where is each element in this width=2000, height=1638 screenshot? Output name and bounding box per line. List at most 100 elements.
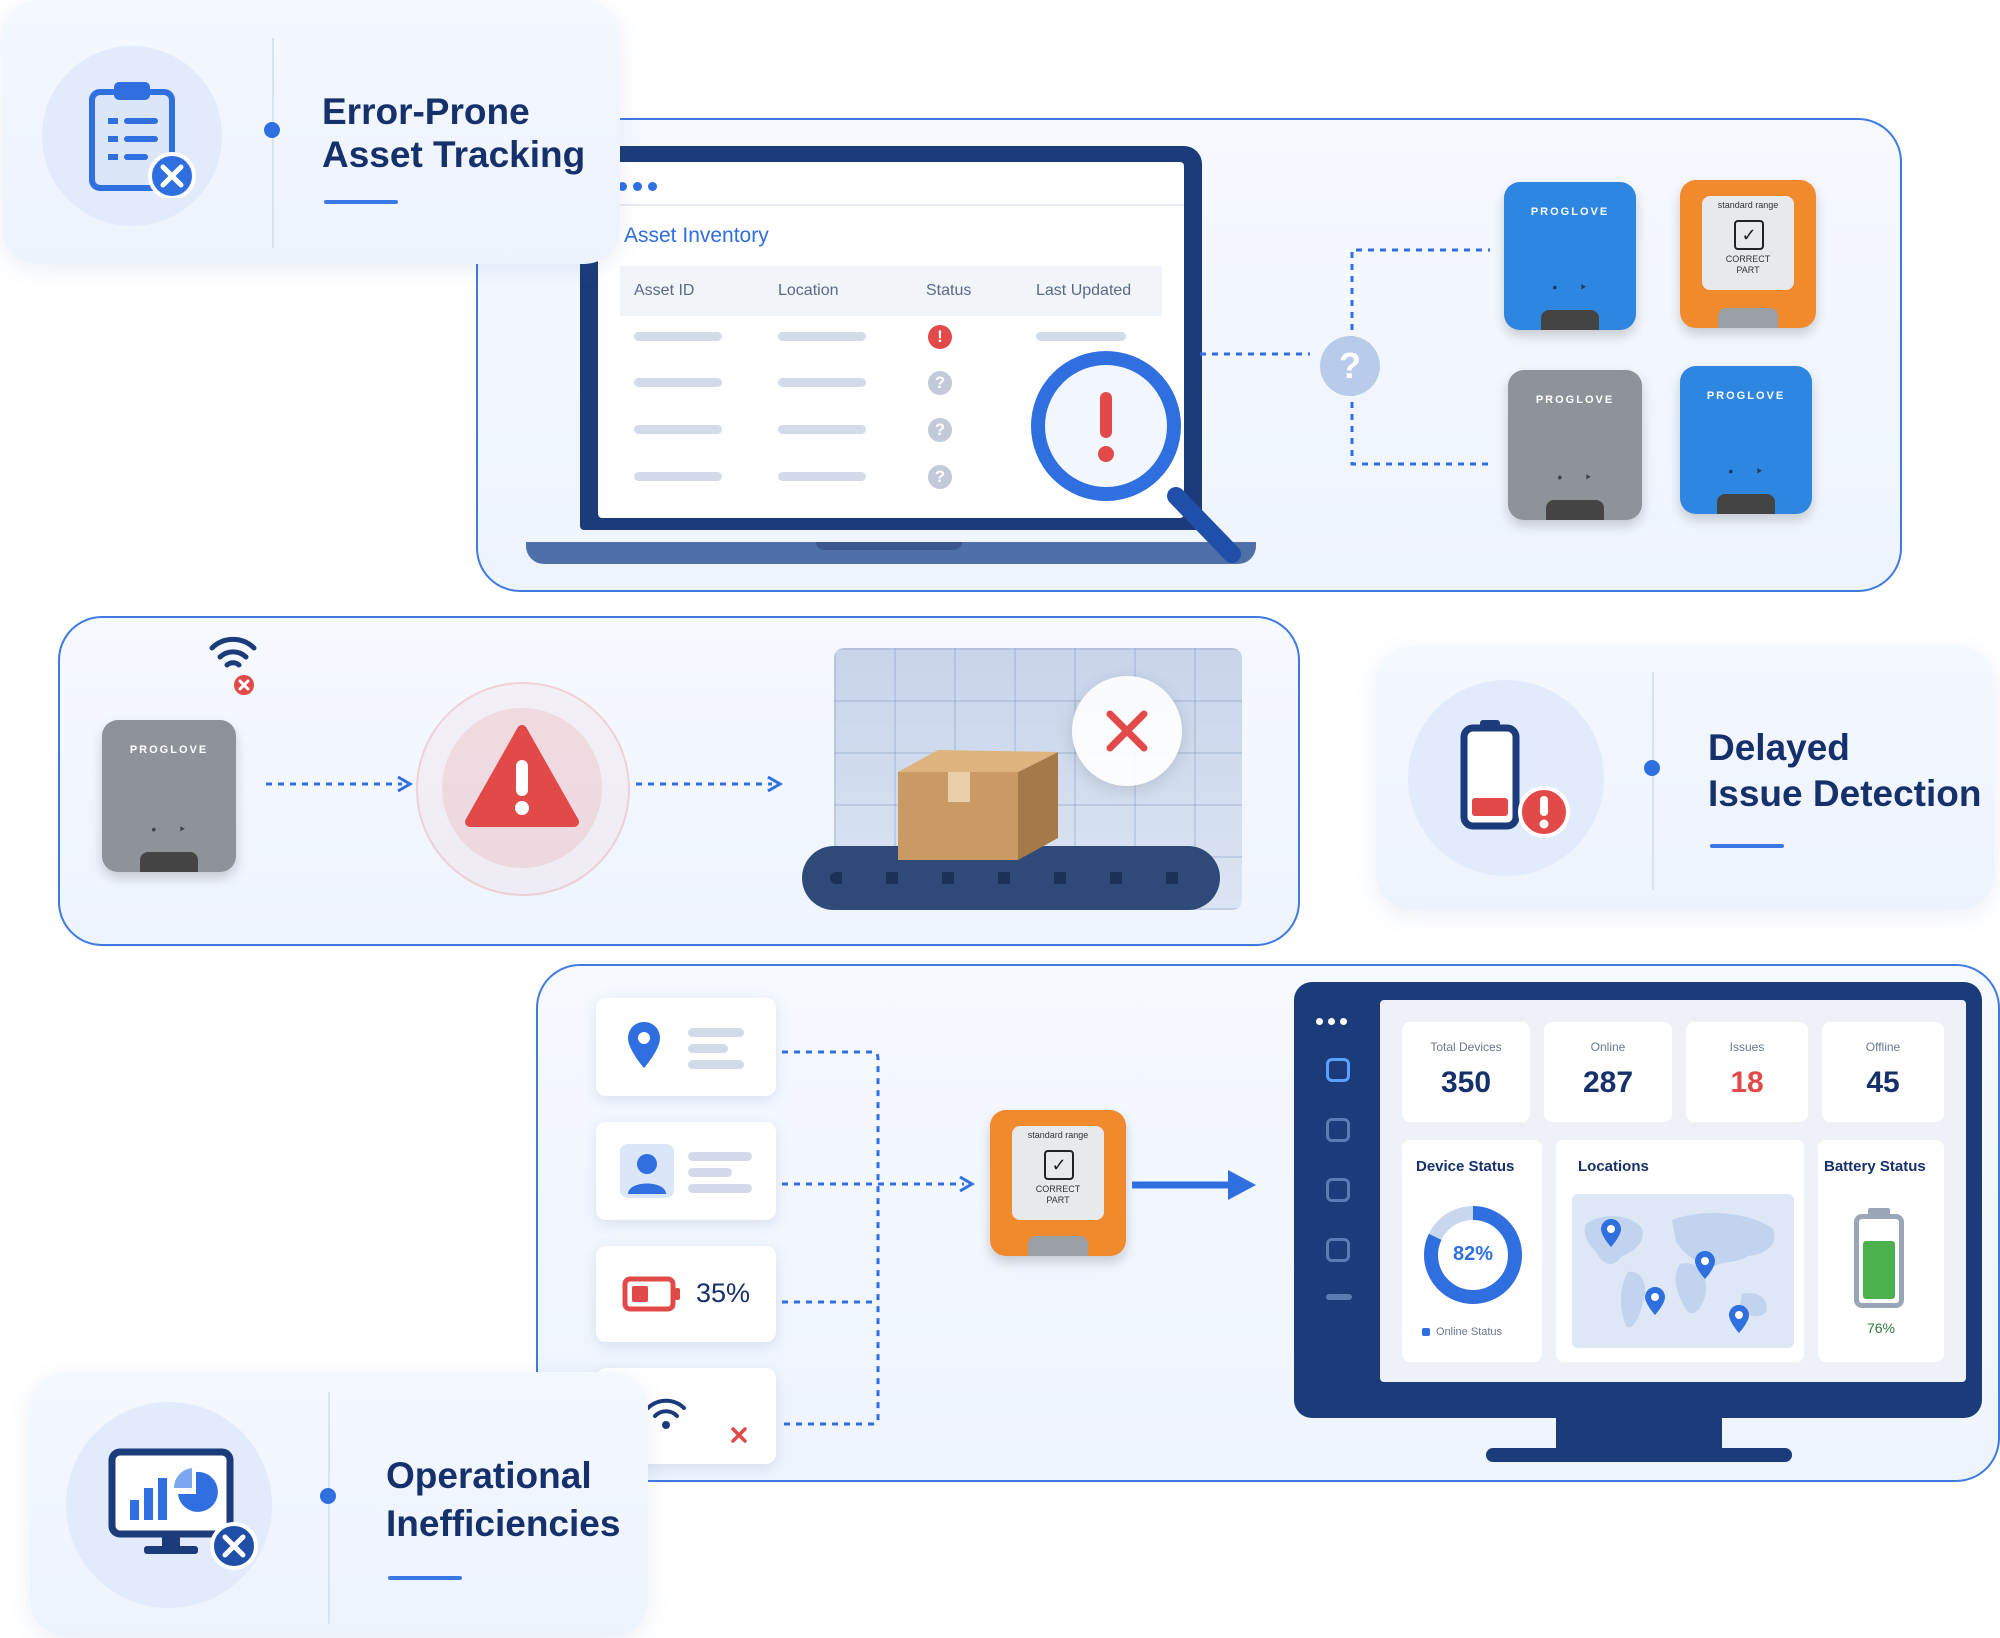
laptop-notch [816, 542, 962, 550]
locations-label: Locations [1578, 1158, 1649, 1175]
location-card [596, 998, 776, 1096]
donut-chart [1424, 1206, 1522, 1304]
unknown-status-icon: ? [928, 371, 952, 395]
arrow-right-icon [1132, 1170, 1256, 1200]
legend-swatch [1422, 1328, 1430, 1336]
battery-status-label: Battery Status [1824, 1158, 1926, 1175]
screen-bottom-text: CORRECT PART [1725, 254, 1771, 275]
tracking-title-line2: Asset Tracking [322, 134, 586, 175]
monitor-stand [1556, 1418, 1722, 1452]
battery-fill [1863, 1241, 1895, 1299]
arrow-dashed [266, 775, 413, 793]
battery-low-icon [622, 1276, 680, 1312]
unknown-status-icon: ? [928, 418, 952, 442]
error-icon: ! [928, 325, 952, 349]
laptop-header-strip [598, 204, 1184, 206]
proglove-device-blue: PROGLOVE •‣ [1680, 366, 1812, 514]
check-icon: ✓ [1734, 220, 1764, 250]
table-row [778, 332, 866, 341]
magnifier-icon [1031, 351, 1241, 563]
proglove-device-orange: standard range ✓ CORRECT PART [990, 1110, 1126, 1256]
arrow-dashed [636, 775, 783, 793]
battery-cap [1868, 1208, 1890, 1216]
kpi-offline: Offline 45 [1822, 1022, 1944, 1122]
bullet-dot [1644, 760, 1660, 776]
unknown-status-icon: ? [928, 465, 952, 489]
bullet-dot [264, 122, 280, 138]
col-last-updated: Last Updated [1036, 282, 1132, 299]
donut-percent: 82% [1452, 1243, 1494, 1265]
operational-title-line2: Inefficiencies [386, 1503, 621, 1544]
divider [328, 1392, 330, 1624]
sidebar-item-devices[interactable] [1326, 1118, 1350, 1142]
connector-lines [782, 1050, 975, 1426]
conveyor-rollers [830, 872, 1190, 884]
sidebar-item-home[interactable] [1326, 1058, 1350, 1082]
close-icon [731, 1427, 747, 1443]
inventory-title: Asset Inventory [624, 224, 769, 247]
table-row [634, 472, 722, 481]
battery-card: 35% [596, 1246, 776, 1342]
low-battery-alert-icon [1460, 720, 1570, 838]
table-row [778, 378, 866, 387]
alert-ring-outer [416, 682, 630, 896]
world-map [1572, 1194, 1794, 1348]
title-underline [324, 200, 398, 204]
table-row [778, 425, 866, 434]
location-pin-icon [1695, 1251, 1715, 1279]
proglove-device-orange: standard range ✓ CORRECT PART [1680, 180, 1816, 328]
device-screen: standard range ✓ CORRECT PART [1012, 1126, 1104, 1220]
table-row [1036, 332, 1126, 341]
proglove-device-gray: PROGLOVE •‣ [102, 720, 236, 872]
table-row [634, 378, 722, 387]
battery-full-icon [1854, 1214, 1904, 1308]
monitor-error-icon [108, 1448, 258, 1570]
device-status-label: Device Status [1416, 1158, 1515, 1175]
location-pin-icon [1601, 1219, 1621, 1247]
sidebar-item-locations[interactable] [1326, 1178, 1350, 1202]
kpi-online: Online 287 [1544, 1022, 1672, 1122]
col-status: Status [926, 282, 972, 299]
sidebar-item-settings[interactable] [1326, 1238, 1350, 1262]
title-underline [388, 1576, 462, 1580]
user-icon [620, 1144, 674, 1198]
table-header-row [620, 266, 1162, 316]
kpi-issues: Issues 18 [1686, 1022, 1808, 1122]
proglove-device-gray: PROGLOVE •‣ [1508, 370, 1642, 520]
check-icon: ✓ [1044, 1150, 1074, 1180]
warning-triangle-icon [465, 725, 579, 827]
operational-title-line1: Operational [386, 1455, 592, 1496]
delayed-title-line2: Issue Detection [1708, 773, 1982, 814]
divider [272, 38, 274, 248]
location-pin-icon [1645, 1287, 1665, 1315]
battery-percent: 76% [1866, 1320, 1896, 1336]
laptop-base [526, 542, 1256, 564]
bullet-dot [320, 1488, 336, 1504]
tracking-title-line1: Error-Prone [322, 91, 530, 132]
location-pin-icon [1729, 1305, 1749, 1333]
table-row [634, 332, 722, 341]
title-underline [1710, 844, 1784, 848]
table-row [778, 472, 866, 481]
col-asset-id: Asset ID [634, 282, 695, 299]
device-screen: standard range ✓ CORRECT PART [1702, 196, 1794, 290]
sidebar-item-more[interactable] [1326, 1294, 1352, 1300]
table-row [634, 425, 722, 434]
user-card [596, 1122, 776, 1220]
wifi-off-icon [209, 636, 257, 695]
monitor-foot [1486, 1448, 1792, 1462]
screen-top-text: standard range [1717, 200, 1779, 210]
screen-top-text: standard range [1027, 1130, 1089, 1140]
window-dots [1316, 1012, 1347, 1030]
location-pin-icon [628, 1022, 660, 1068]
divider [1652, 672, 1654, 890]
wifi-off-icon [646, 1398, 686, 1429]
kpi-total-devices: Total Devices 350 [1402, 1022, 1530, 1122]
proglove-device-blue: PROGLOVE •‣ [1504, 182, 1636, 330]
col-location: Location [778, 282, 839, 299]
close-icon [1106, 710, 1148, 752]
battery-value: 35% [696, 1278, 751, 1308]
donut-legend: Online Status [1436, 1326, 1503, 1338]
delayed-title-line1: Delayed [1708, 727, 1850, 768]
question-icon: ? [1320, 336, 1380, 396]
